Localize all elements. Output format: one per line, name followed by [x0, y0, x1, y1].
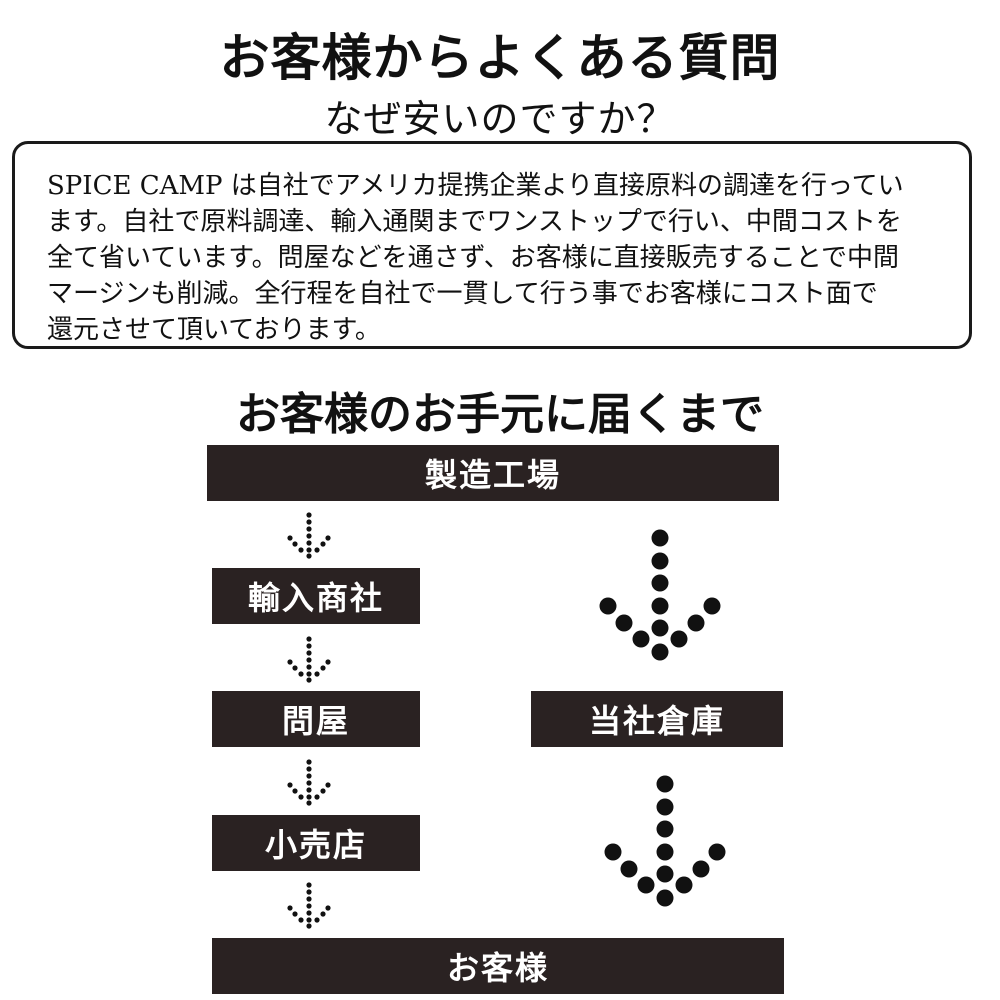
import-trader-box: 輸入商社	[212, 568, 420, 624]
large-dot-arrow-down-icon	[604, 775, 726, 907]
large-dot-arrow-down-icon	[599, 529, 721, 661]
small-dot-arrow-down-icon	[287, 759, 331, 806]
page-title: お客様からよくある質問	[219, 28, 781, 87]
small-dot-arrow-down-icon	[287, 882, 331, 929]
retailer-box: 小売店	[212, 815, 420, 871]
faq-answer-line: 還元させて頂いております。	[47, 315, 381, 345]
small-dot-arrow-down-icon	[287, 636, 331, 683]
page-subtitle: なぜ安いのですか？	[324, 97, 676, 141]
small-dot-arrow-down-icon	[287, 512, 331, 559]
flow-section-title: お客様のお手元に届くまで	[236, 389, 764, 440]
faq-answer-line: ます。自社で原料調達、輸入通関までワンストップで行い、中間コストを	[47, 207, 902, 237]
factory-box: 製造工場	[207, 445, 779, 501]
customer-box: お客様	[212, 938, 784, 994]
faq-answer-line: 全て省いています。問屋などを通さず、お客様に直接販売することで中間	[47, 243, 900, 273]
faq-answer-box: SPICE CAMP は自社でアメリカ提携企業より直接原料の調達を行ってい ます…	[12, 141, 972, 349]
faq-answer-line: マージンも削減。全行程を自社で一貫して行う事でお客様にコスト面で	[47, 279, 878, 309]
wholesaler-box: 問屋	[212, 691, 420, 747]
warehouse-box: 当社倉庫	[531, 691, 783, 747]
faq-answer-line: SPICE CAMP は自社でアメリカ提携企業より直接原料の調達を行ってい	[47, 171, 904, 201]
